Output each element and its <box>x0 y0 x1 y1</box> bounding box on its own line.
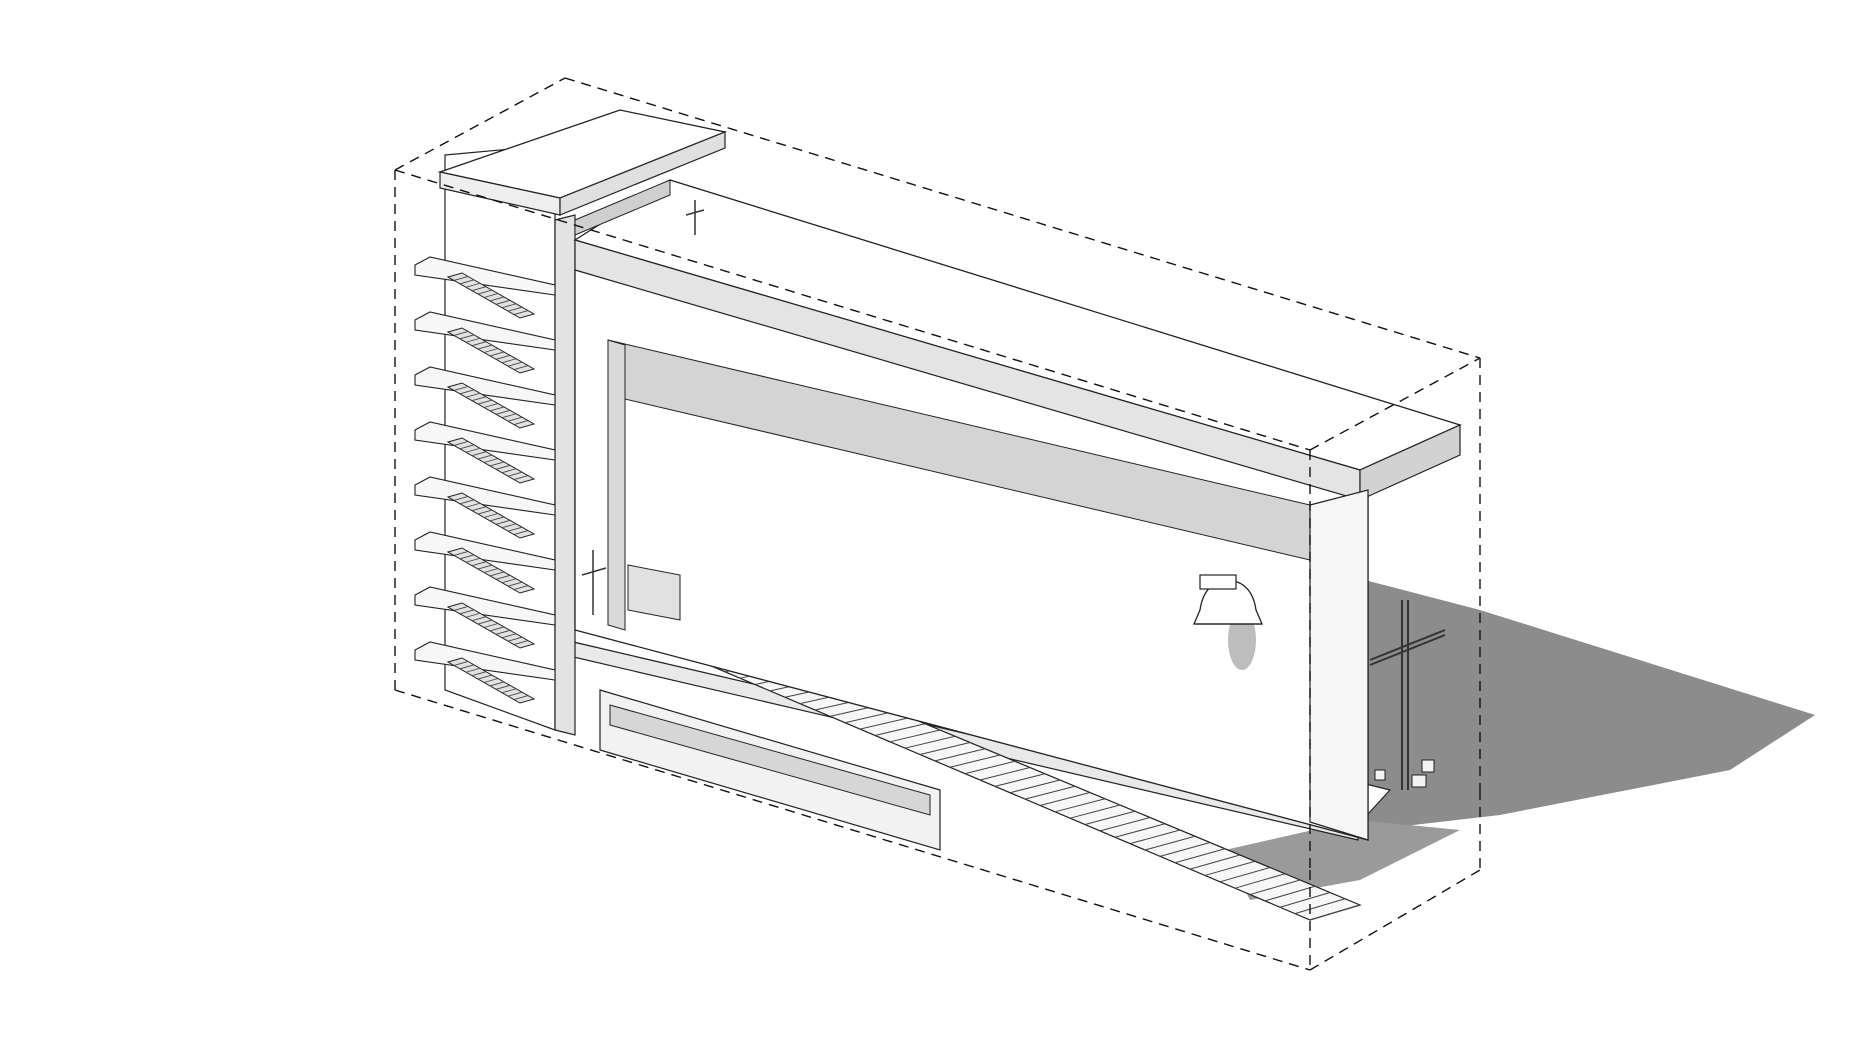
tower-roof-slab <box>437 109 728 216</box>
ramp-step <box>1264 885 1316 902</box>
ramp-step <box>1204 860 1256 876</box>
cantilever-roof <box>573 179 1462 501</box>
ramp-step <box>934 748 986 762</box>
ramp-step <box>1159 842 1211 857</box>
stair-flight <box>446 327 536 374</box>
dashed-edge <box>1309 357 1481 451</box>
dashed-bounding-box <box>394 77 1481 971</box>
stair-landing <box>414 366 556 406</box>
ramp-step <box>904 735 956 749</box>
ramp-step <box>949 754 1001 768</box>
ramp-step <box>889 729 941 743</box>
stair-landing <box>414 311 556 351</box>
stair-landing <box>414 256 556 296</box>
ramp-step <box>1189 854 1241 870</box>
ramp-step <box>1099 817 1151 832</box>
ramp-step <box>1009 779 1061 794</box>
ramp-step <box>1069 804 1121 819</box>
stair-landing <box>414 476 556 516</box>
stair-landing <box>414 531 556 571</box>
end-wall <box>1309 489 1369 841</box>
ramp-step <box>1294 898 1346 915</box>
stair-flight <box>446 382 536 429</box>
ramp-step <box>919 742 971 756</box>
stair-landing <box>414 641 556 681</box>
ramp-step <box>964 760 1016 775</box>
stair-flight <box>446 657 536 704</box>
ramp-step <box>1219 867 1271 883</box>
basement-wall-inner <box>609 704 931 816</box>
bell-icon <box>1193 574 1263 670</box>
stair-landing <box>414 586 556 626</box>
ramp-step <box>1084 810 1136 826</box>
stair-flight <box>446 602 536 649</box>
ramp-step <box>1309 904 1361 921</box>
dashed-edge <box>394 169 1311 451</box>
small-cross-icon <box>581 550 607 615</box>
dashed-edge <box>1309 869 1481 971</box>
dashed-edge <box>564 77 1481 359</box>
ramp-step <box>1144 835 1196 851</box>
ramp-step <box>874 723 926 736</box>
stair-tower <box>414 144 576 736</box>
stair-flight <box>446 547 536 594</box>
ramp-step <box>1234 873 1286 889</box>
ramp-step <box>1024 785 1076 800</box>
stair-flight <box>446 437 536 484</box>
altar-cross-icon <box>1369 600 1446 790</box>
tower-band <box>574 179 671 236</box>
stair-flight <box>446 492 536 539</box>
stair-landing <box>414 421 556 461</box>
ramp-step <box>1129 829 1181 845</box>
ramp-step <box>1054 798 1106 813</box>
ramp-step <box>1039 792 1091 806</box>
ramp-step <box>1114 823 1166 838</box>
ramp-step <box>994 773 1046 787</box>
ramp-step <box>1249 879 1301 896</box>
dashed-edge <box>394 77 566 171</box>
ramp-step <box>859 717 911 730</box>
stair-flight <box>446 272 536 319</box>
ramp-step <box>1174 848 1226 864</box>
ramp-step <box>1279 892 1331 908</box>
tower-cross-icon <box>685 200 705 235</box>
ramp-step <box>979 767 1031 781</box>
dashed-edge <box>394 689 1311 971</box>
cast-shadow <box>1357 578 1815 830</box>
altar-blocks <box>1374 759 1435 788</box>
